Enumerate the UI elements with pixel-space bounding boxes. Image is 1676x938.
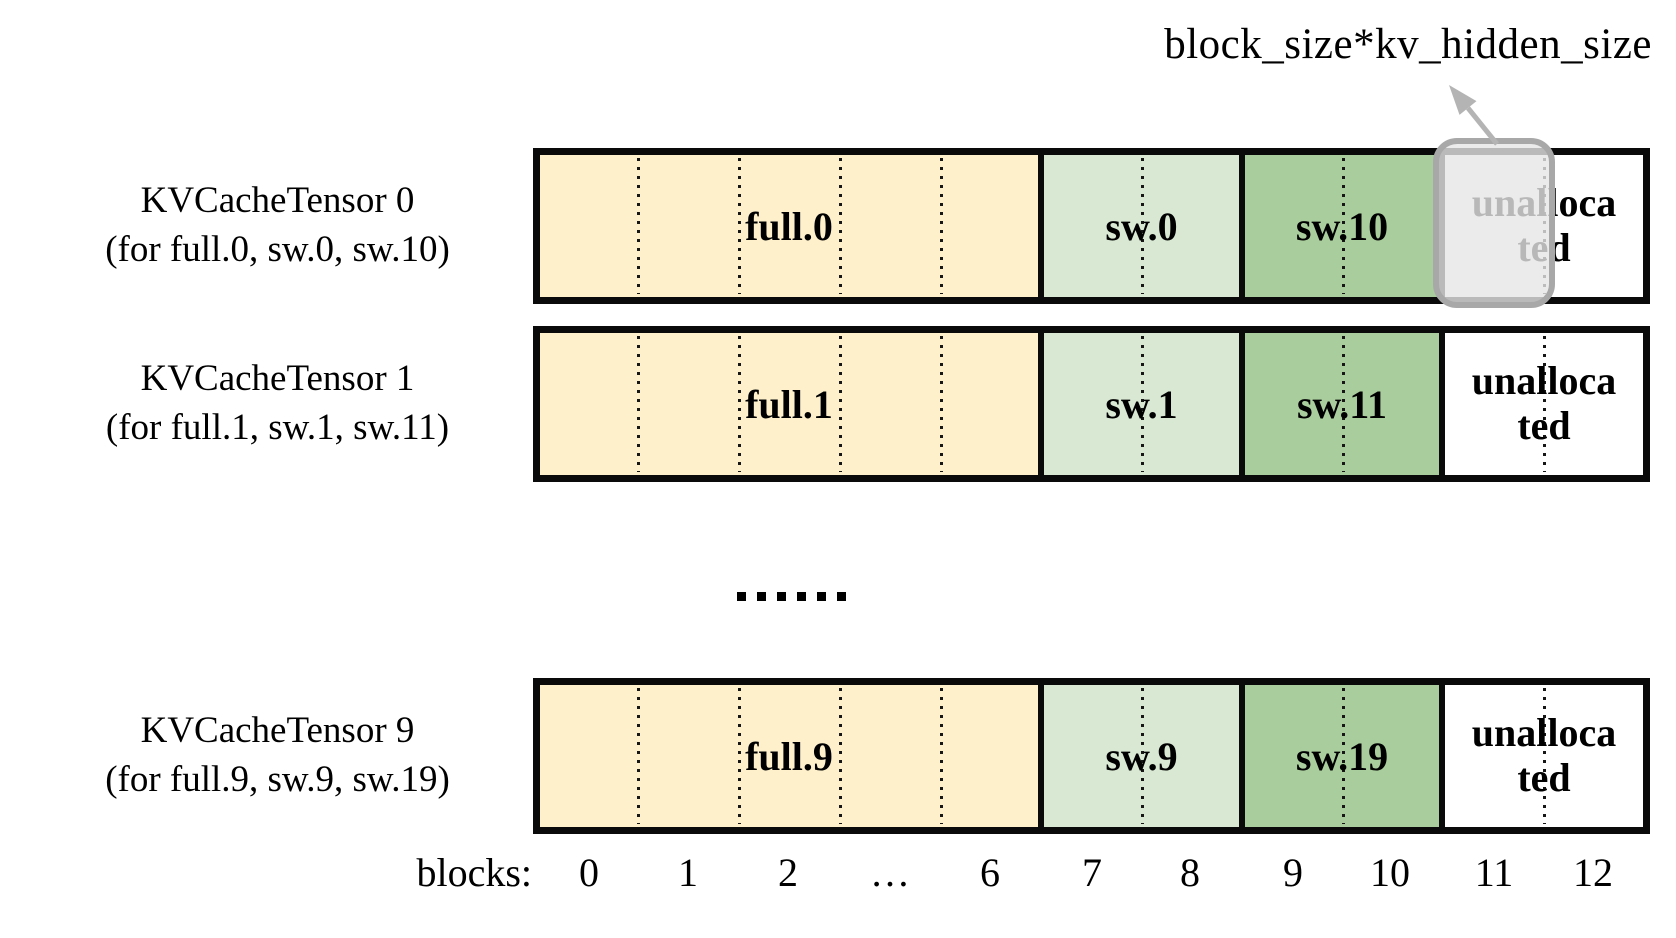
blocks-axis-title: blocks: [416,850,532,895]
row-9-subtitle: (for full.9, sw.9, sw.19) [105,759,450,800]
row-1-sw2-label: sw.11 [1296,381,1388,427]
row-1-unallocated-label: unallocated [1471,358,1617,448]
axis-label-2: 2 [778,850,798,895]
row-0-full-label: full.0 [745,203,833,249]
block-divider [1543,688,1546,824]
row-0-sw-label: sw.0 [1105,203,1178,249]
kv-cache-tensor-row-9: KVCacheTensor 9 (for full.9, sw.9, sw.19… [0,678,1676,834]
block-divider [839,336,842,472]
axis-label-12: 12 [1573,850,1613,895]
row-0-full-section: full.0 [540,155,1038,297]
row-1-sw-label: sw.1 [1105,381,1178,427]
row-9-sw-label: sw.9 [1105,733,1178,779]
block-divider [637,158,640,294]
row-9-full-section: full.9 [540,685,1038,827]
row-1-unallocated-section: unallocated [1439,333,1643,475]
row-1-full-section: full.1 [540,333,1038,475]
rows-ellipsis [737,592,846,602]
block-divider [1342,158,1345,294]
block-divider [1141,688,1144,824]
row-9-sw2-label: sw.19 [1295,733,1389,779]
row-0-label: KVCacheTensor 0 (for full.0, sw.0, sw.10… [30,148,525,304]
row-1-title: KVCacheTensor 1 [140,358,415,400]
row-9-full-label: full.9 [745,733,833,779]
block-divider [1141,158,1144,294]
axis-label-ellipsis: … [870,850,910,895]
block-divider [1543,336,1546,472]
row-1-sw2-section: sw.11 [1239,333,1439,475]
row-1-tensor-bar: full.1 sw.1 sw.11 unallocated [533,326,1650,482]
row-0-sw-section: sw.0 [1038,155,1239,297]
row-0-title: KVCacheTensor 0 [140,180,415,222]
block-divider [839,688,842,824]
row-0-sw2-section: sw.10 [1239,155,1439,297]
row-0-sw2-label: sw.10 [1295,203,1389,249]
kv-cache-tensor-row-0: KVCacheTensor 0 (for full.0, sw.0, sw.10… [0,148,1676,304]
row-9-sw-section: sw.9 [1038,685,1239,827]
axis-label-9: 9 [1283,850,1303,895]
row-0-subtitle: (for full.0, sw.0, sw.10) [105,229,450,270]
block-divider [637,688,640,824]
block-divider [940,688,943,824]
block-divider [940,158,943,294]
row-9-title: KVCacheTensor 9 [140,710,415,752]
axis-label-1: 1 [678,850,698,895]
block-divider [940,336,943,472]
block-divider [738,336,741,472]
block-divider [637,336,640,472]
block-divider [1342,688,1345,824]
axis-label-0: 0 [579,850,599,895]
block-highlight-box [1433,138,1555,308]
block-divider [1342,336,1345,472]
row-1-sw-section: sw.1 [1038,333,1239,475]
axis-label-11: 11 [1474,850,1514,895]
kv-cache-tensor-row-1: KVCacheTensor 1 (for full.1, sw.1, sw.11… [0,326,1676,482]
row-9-unallocated-label: unallocated [1471,710,1617,800]
row-9-tensor-bar: full.9 sw.9 sw.19 unallocated [533,678,1650,834]
block-divider [1141,336,1144,472]
axis-label-10: 10 [1370,850,1410,895]
block-size-annotation: block_size*kv_hidden_size [1164,21,1652,68]
row-9-sw2-section: sw.19 [1239,685,1439,827]
row-9-label: KVCacheTensor 9 (for full.9, sw.9, sw.19… [30,678,525,834]
row-1-subtitle: (for full.1, sw.1, sw.11) [105,407,450,448]
axis-label-7: 7 [1082,850,1102,895]
axis-label-6: 6 [980,850,1000,895]
row-1-full-label: full.1 [745,381,833,427]
block-divider [738,158,741,294]
row-9-unallocated-section: unallocated [1439,685,1643,827]
block-divider [839,158,842,294]
row-1-label: KVCacheTensor 1 (for full.1, sw.1, sw.11… [30,326,525,482]
block-divider [738,688,741,824]
axis-label-8: 8 [1180,850,1200,895]
